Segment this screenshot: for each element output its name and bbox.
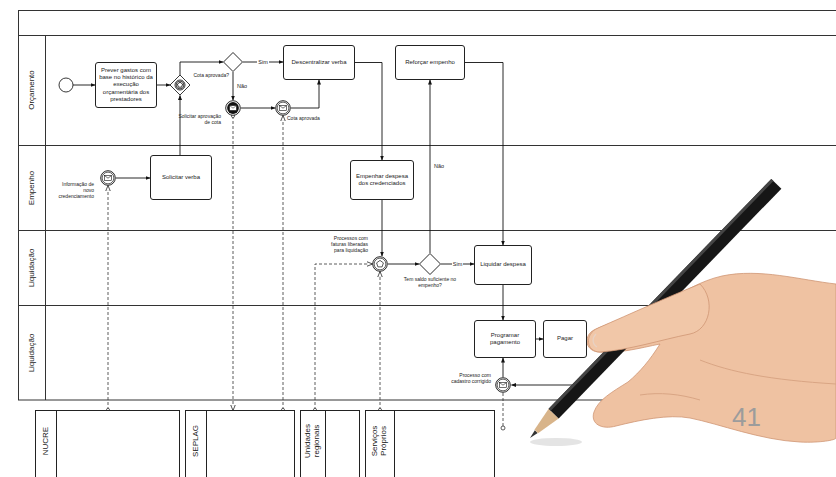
pool-box: Unidades regionais (300, 410, 360, 477)
pool-label-divider (325, 411, 326, 477)
task-box: Prever gastos com base no histórico da e… (95, 62, 157, 108)
sequence-flow (388, 264, 419, 265)
sequence-flow (116, 178, 150, 179)
sequence-flow (503, 358, 504, 377)
task-label: Programar pagamento (475, 332, 535, 346)
event-label: Informação de novo credenciamento (52, 182, 94, 199)
swimlane: Liquidação Programar pagamento PagarProces… (18, 305, 836, 400)
sequence-flow (291, 80, 319, 108)
event-circle: Informação de novo credenciamento (100, 170, 116, 186)
page-number: 41 (732, 402, 761, 433)
event-gateway (170, 75, 190, 95)
message-flow (233, 116, 234, 410)
task-box: Programar pagamento (474, 320, 536, 358)
sequence-flow (73, 62, 578, 385)
event-label: Cota aprovada (287, 116, 327, 122)
sequence-flow (536, 339, 543, 340)
sequence-flow (503, 285, 504, 320)
task-box: Solicitar verba (150, 155, 212, 200)
pool-label: SEPLAG (192, 419, 201, 463)
pool-box: SEPLAG (185, 410, 295, 477)
task-box: Reforçar empenho (395, 45, 465, 80)
task-box: Descentralizar verba (283, 45, 355, 80)
event-circle: Solicitar aprovação de cota (225, 100, 241, 116)
task-box: Liquidar despesa (474, 245, 532, 285)
task-label: Descentralizar verba (289, 59, 348, 66)
edge-label: Sim (452, 261, 463, 267)
task-label: Prever gastos com base no histórico da e… (96, 67, 156, 103)
task-label: Solicitar verba (160, 174, 202, 181)
task-box: Empenhar despesa dos credenciados (350, 160, 414, 200)
event-symbol (100, 170, 116, 186)
event-label: Processos com faturas liberadas para liq… (324, 236, 368, 253)
pool-label: Unidades regionais (304, 419, 322, 463)
gateway-diamond: Cota aprovada? (223, 52, 243, 72)
event-symbol (372, 256, 388, 272)
message-flow (108, 186, 109, 410)
edge-label: Sim (257, 59, 268, 65)
pool-box: Serviços Próprios (365, 410, 495, 477)
swimlane: Liquidação Processos com faturas liberada… (18, 230, 836, 305)
sequence-flow (355, 63, 382, 161)
event-circle: Cota aprovada (275, 100, 291, 116)
task-label: Pagar (555, 335, 575, 342)
gateway-label: Tem saldo suficiente no empenho? (403, 277, 457, 289)
edge-label: Não (236, 83, 248, 89)
pool-label-divider (206, 411, 207, 477)
event-label: Processo com cadastro corrigido (447, 373, 491, 385)
task-label: Empenhar despesa dos credenciados (351, 173, 413, 187)
hand-illustration (525, 179, 836, 446)
lane-label: Empenho (27, 170, 36, 204)
pool-label: NUCRE (42, 419, 51, 463)
task-box: Pagar (543, 320, 587, 358)
start-event (59, 78, 73, 92)
message-flow (380, 272, 381, 410)
pool-label-divider (56, 411, 57, 477)
diamond-symbol (419, 253, 441, 275)
event-label: Solicitar aprovação de cota (177, 114, 221, 126)
swimlane: Empenho Informação de novo credenciamento… (18, 145, 836, 230)
event-symbol (495, 377, 511, 393)
sequence-flow (241, 108, 275, 109)
gateway-diamond: Tem saldo suficiente no empenho? (419, 253, 441, 275)
event-symbol (225, 100, 241, 116)
task-label: Reforçar empenho (403, 59, 457, 66)
gateway-label: Cota aprovada? (193, 73, 229, 79)
lane-label: Liquidação (27, 333, 36, 372)
message-flow (501, 393, 505, 430)
lane-label: Orçamento (27, 70, 36, 110)
event-symbol (275, 100, 291, 116)
event-circle: Processos com faturas liberadas para liq… (372, 256, 388, 272)
message-flow (283, 116, 284, 410)
pool-label-divider (394, 411, 395, 477)
diamond-symbol (223, 52, 243, 72)
task-label: Liquidar despesa (478, 261, 528, 268)
sequence-flow (233, 72, 234, 100)
edge-label: Não (433, 163, 445, 169)
sequence-flow (465, 63, 503, 246)
sequence-flow (430, 80, 431, 253)
lane-label: Liquidação (27, 248, 36, 287)
message-flow (315, 264, 372, 410)
pool-label: Serviços Próprios (371, 419, 389, 463)
swimlane: Orçamento Prever gastos com base no histó… (18, 35, 836, 145)
pool-box: NUCRE (35, 410, 180, 477)
event-circle: Processo com cadastro corrigido (495, 377, 511, 393)
sequence-flow (382, 200, 383, 256)
